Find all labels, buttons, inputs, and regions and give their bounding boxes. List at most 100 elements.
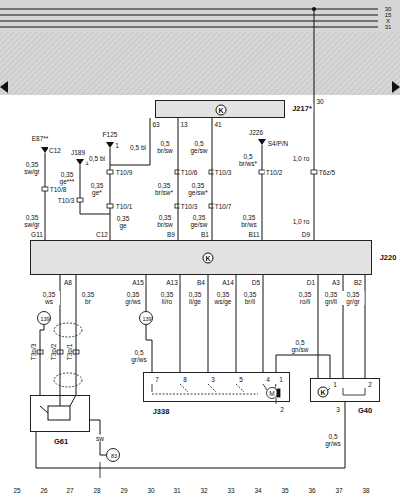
control-unit-box: KJ217* (155, 100, 285, 118)
ground-point: 139 (139, 311, 153, 325)
wire (178, 118, 179, 240)
throttle-internals (152, 384, 280, 404)
throttle-unit: J338 (143, 372, 290, 402)
column-number: 33 (226, 487, 235, 494)
wires (45, 9, 314, 240)
wire-label: 1 (332, 381, 338, 388)
wire-label: 2 (279, 406, 285, 413)
ground-number: 139 (142, 316, 151, 322)
wire-label: 0,35 ge/sw (187, 214, 211, 228)
ground-number: 83 (111, 453, 117, 459)
ground-number: 139 (40, 316, 49, 322)
wire-label: 1 (278, 376, 284, 383)
wire (146, 325, 152, 372)
wire-label: 0,35 ge/sw* (185, 182, 211, 196)
wire-label: J226 (248, 129, 264, 136)
wire (76, 275, 77, 395)
sender-box: KG40 (310, 378, 380, 402)
wire-label: T10/3 (57, 197, 76, 204)
wire-label: B4 (196, 279, 206, 286)
wire-label: 0,35 sw/gr (20, 214, 44, 228)
component-name: J338 (152, 408, 171, 416)
wire (318, 275, 319, 378)
wire-label: C12 (48, 147, 62, 154)
wire (60, 275, 61, 395)
unit-symbol: K (203, 253, 214, 264)
wire-label: 1,0 ro (290, 218, 312, 225)
column-number: 28 (92, 487, 101, 494)
wire (365, 275, 366, 378)
wire-label: T3p/2 (50, 343, 57, 362)
wire-label: 1 (114, 142, 120, 149)
wire-label: T3p/3 (30, 343, 37, 362)
cable-shield (54, 323, 82, 387)
component-name: G61 (53, 438, 69, 446)
column-number: 35 (280, 487, 289, 494)
wire-label: E87** (31, 135, 50, 142)
sender-internals (327, 388, 365, 395)
wire-label: B2 (353, 279, 363, 286)
power-bus-band (0, 0, 400, 95)
wire-label: 3 (210, 376, 216, 383)
wire-label: T10/3 (180, 203, 199, 210)
wire-label: T10/2 (265, 169, 284, 176)
wire-label: sw (95, 435, 105, 442)
wire-label: 4 (265, 376, 271, 383)
sensor-box: G61 (30, 395, 90, 432)
wire-label: 0,5 bl (127, 144, 149, 151)
wire-label: T10/3 (214, 169, 233, 176)
column-number: 36 (307, 487, 316, 494)
wire-label: C12 (95, 231, 109, 238)
column-number: 25 (12, 487, 21, 494)
wire-label: 0,5 gr/ws (322, 433, 344, 447)
wire-label: J189 (70, 149, 86, 156)
ground-point: 139 (37, 311, 51, 325)
column-number: 38 (361, 487, 370, 494)
wire (180, 275, 181, 372)
wire (36, 402, 345, 468)
wire-label: 31 (384, 24, 393, 30)
wire-label: 0,35 ge (112, 215, 134, 229)
component-name: G40 (357, 407, 373, 415)
wire-label: 1 (84, 159, 90, 166)
wire (90, 420, 106, 455)
ground-point: 83 (106, 448, 120, 462)
wire-label: 0,35 gn/li (320, 291, 343, 305)
wire (208, 275, 209, 372)
wire-label: 0,35 li/ge (183, 291, 207, 305)
wire (212, 118, 213, 240)
wire-label: S4/P/N (267, 140, 290, 147)
wire (276, 355, 330, 378)
wire-label: A13 (165, 279, 179, 286)
wire-label: 30 (384, 6, 393, 12)
column-number: 29 (119, 487, 128, 494)
wire-label: 8 (182, 376, 188, 383)
wire-label: 0,5 ge/sw (187, 140, 211, 154)
wire-label: 15 (384, 12, 393, 18)
unit-symbol: K (318, 387, 329, 398)
column-number: 31 (172, 487, 181, 494)
wire-label: T10/9 (115, 169, 134, 176)
column-number: 34 (253, 487, 262, 494)
wire (146, 275, 147, 311)
wire-label: 41 (213, 121, 222, 128)
wire-label: 0,35 ro/li (294, 291, 317, 305)
wire (343, 275, 344, 378)
wire-label: 1,0 ro (290, 155, 312, 162)
component-name: J217* (291, 105, 313, 113)
unit-symbol: K (216, 105, 227, 116)
wire-label: 0,35 br/ws (237, 214, 261, 228)
column-number: 27 (65, 487, 74, 494)
wire-label: 0,35 br/sw (153, 214, 177, 228)
wire-label: A3 (331, 279, 341, 286)
wire-label: T10/6 (180, 169, 199, 176)
wire-label: 3 (335, 406, 341, 413)
wire-label: 0,5 bl (86, 155, 108, 162)
wire-label: D5 (251, 279, 261, 286)
wire-label: 7 (154, 376, 160, 383)
wire-label: 0,35 ge* (86, 182, 108, 196)
arrow-symbols (41, 139, 266, 165)
wire-label: T6z/5 (318, 169, 336, 176)
